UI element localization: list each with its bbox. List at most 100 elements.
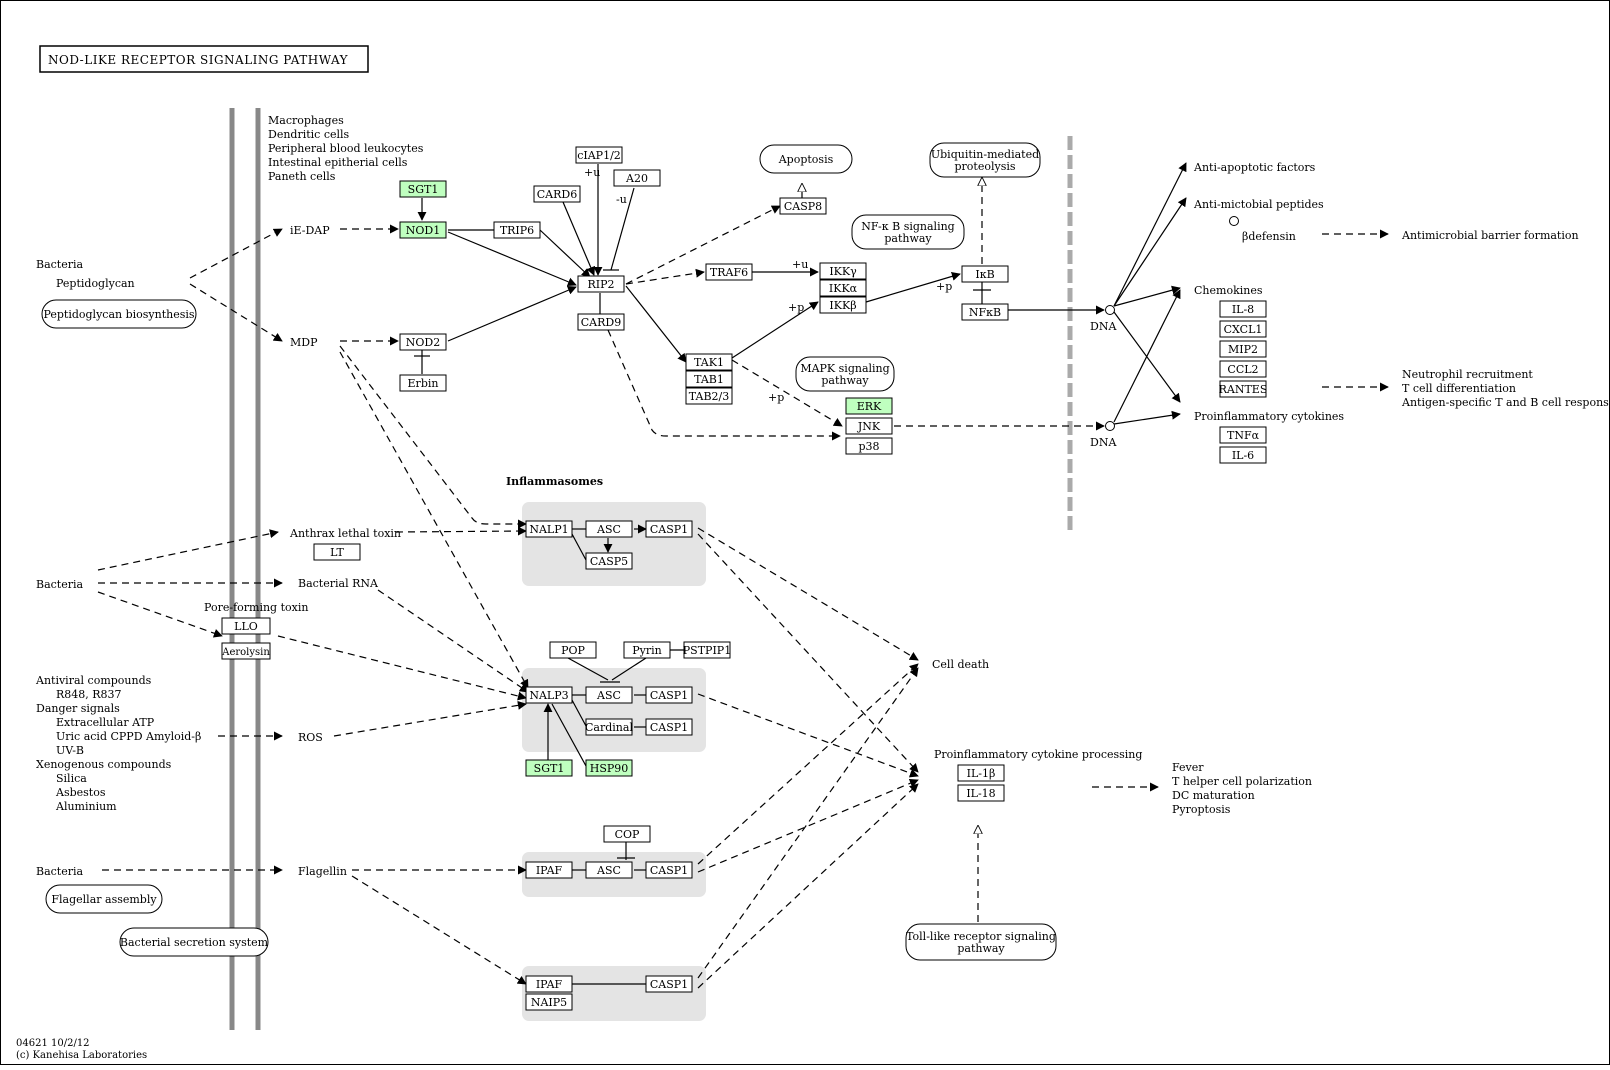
label-mdp[interactable]: MDP (290, 336, 318, 349)
svg-text:proteolysis: proteolysis (954, 160, 1015, 173)
svg-text:CASP1: CASP1 (650, 721, 688, 734)
gene-cardinal[interactable]: Cardinal (585, 718, 633, 736)
svg-text:pathway: pathway (821, 374, 869, 387)
gene-nod1[interactable]: NOD1 (399, 221, 447, 239)
gene-naip5[interactable]: NAIP5 (525, 993, 573, 1011)
svg-text:CASP1: CASP1 (650, 864, 688, 877)
gene-nod2[interactable]: NOD2 (399, 333, 447, 351)
label-flagellin[interactable]: Flagellin (298, 865, 347, 878)
svg-text:NFκB: NFκB (969, 306, 1001, 319)
gene-il8[interactable]: IL-8 (1219, 300, 1267, 318)
gene-il1b[interactable]: IL-1β (957, 764, 1005, 782)
gene-casp1-c[interactable]: CASP1 (645, 718, 693, 736)
gene-tab1[interactable]: TAB1 (685, 370, 733, 388)
gene-a20[interactable]: A20 (613, 169, 661, 187)
label-ros[interactable]: ROS (298, 731, 323, 744)
gene-erk[interactable]: ERK (845, 397, 893, 415)
map-peptidoglycan-biosynthesis[interactable]: Peptidoglycan biosynthesis (41, 299, 197, 329)
edge-bacteria-iedap (189, 228, 283, 279)
svg-text:COP: COP (615, 828, 640, 841)
svg-text:ERK: ERK (857, 400, 882, 413)
gene-asc-3[interactable]: ASC (585, 861, 633, 879)
title-box (39, 45, 369, 73)
edge-mdp-nalp3 (339, 351, 529, 689)
svg-text:RIP2: RIP2 (587, 278, 614, 291)
gene-cxcl1[interactable]: CXCL1 (1219, 320, 1267, 338)
gene-rip2[interactable]: RIP2 (577, 275, 625, 293)
svg-text:NALP3: NALP3 (529, 689, 568, 702)
gene-il6[interactable]: IL-6 (1219, 446, 1267, 464)
gene-casp1-b[interactable]: CASP1 (645, 686, 693, 704)
svg-text:pathway: pathway (957, 942, 1005, 955)
gene-ccl2[interactable]: CCL2 (1219, 360, 1267, 378)
gene-pyrin[interactable]: Pyrin (623, 641, 671, 659)
gene-llo[interactable]: LLO (221, 617, 271, 635)
svg-text:ASC: ASC (596, 864, 621, 877)
label-iedap[interactable]: iE-DAP (290, 224, 330, 237)
gene-ikb[interactable]: IκB (961, 265, 1009, 283)
gene-jnk[interactable]: JNK (845, 417, 893, 435)
gene-mip2[interactable]: MIP2 (1219, 340, 1267, 358)
gene-lt[interactable]: LT (313, 543, 361, 561)
cell-type-macrophages: Macrophages (268, 114, 344, 127)
gene-rantes[interactable]: RANTES (1219, 380, 1268, 398)
gene-card9[interactable]: CARD9 (577, 313, 625, 331)
gene-ikkb[interactable]: IKKβ (819, 296, 867, 314)
edge-bacteria-pore (97, 591, 223, 638)
gene-erbin[interactable]: Erbin (399, 374, 447, 392)
svg-text:CASP1: CASP1 (650, 689, 688, 702)
gene-ciap12[interactable]: cIAP1/2 (575, 146, 623, 164)
map-apoptosis[interactable]: Apoptosis (759, 144, 853, 174)
edge-trip6-rip2 (539, 229, 591, 278)
gene-nalp1[interactable]: NALP1 (525, 520, 573, 538)
gene-ikka[interactable]: IKKα (819, 279, 867, 297)
gene-asc-1[interactable]: ASC (585, 520, 633, 538)
gene-aerolysin[interactable]: Aerolysin (221, 642, 271, 660)
gene-tak1[interactable]: TAK1 (685, 353, 733, 371)
gene-trip6[interactable]: TRIP6 (493, 221, 541, 239)
gene-casp8[interactable]: CASP8 (779, 197, 827, 215)
gene-casp1-a[interactable]: CASP1 (645, 520, 693, 538)
gene-pop[interactable]: POP (549, 641, 597, 659)
gene-casp1-d[interactable]: CASP1 (645, 861, 693, 879)
gene-il18[interactable]: IL-18 (957, 784, 1005, 802)
gene-nalp3[interactable]: NALP3 (525, 686, 573, 704)
label-dna-2: DNA (1090, 436, 1117, 449)
edge-toxin-nalp3 (277, 635, 527, 701)
gene-ipaf-2[interactable]: IPAF (525, 975, 573, 993)
edge-nalp1-processing (697, 533, 919, 773)
gene-tnfa[interactable]: TNFα (1219, 426, 1267, 444)
gene-ipaf-1[interactable]: IPAF (525, 861, 573, 879)
label-pore-forming-toxin: Pore-forming toxin (204, 601, 308, 614)
gene-p38[interactable]: p38 (845, 437, 893, 455)
gene-casp5[interactable]: CASP5 (585, 552, 633, 570)
gene-ikkg[interactable]: IKKγ (819, 262, 867, 280)
gene-sgt1-low[interactable]: SGT1 (525, 759, 573, 777)
gene-tab23[interactable]: TAB2/3 (685, 387, 733, 405)
map-flagellar-assembly[interactable]: Flagellar assembly (45, 884, 163, 914)
gene-traf6[interactable]: TRAF6 (705, 263, 753, 281)
link-nalp1-casp5 (571, 533, 587, 561)
footer-copyright: (c) Kanehisa Laboratories (16, 1050, 147, 1061)
edge-dna-antimicrobial (1113, 197, 1187, 307)
gene-hsp90[interactable]: HSP90 (585, 759, 633, 777)
svg-text:Aerolysin: Aerolysin (221, 647, 270, 658)
label-antigen-response: Antigen-specific T and B cell response (1401, 396, 1610, 409)
gene-card6[interactable]: CARD6 (533, 185, 581, 203)
page-title: NOD-LIKE RECEPTOR SIGNALING PATHWAY (48, 53, 349, 67)
label-cytokine-processing: Proinflammatory cytokine processing (934, 748, 1142, 761)
gene-casp1-e[interactable]: CASP1 (645, 975, 693, 993)
gene-asc-2[interactable]: ASC (585, 686, 633, 704)
gene-nfkb[interactable]: NFκB (961, 303, 1009, 321)
gene-pstpip1[interactable]: PSTPIP1 (683, 641, 731, 659)
edge-dna1-chemokines (1113, 285, 1181, 307)
label-bdefensin[interactable]: βdefensin (1242, 230, 1296, 243)
map-bacterial-secretion[interactable]: Bacterial secretion system (119, 927, 269, 957)
gene-cop[interactable]: COP (603, 825, 651, 843)
label-bacterial-rna: Bacterial RNA (298, 577, 379, 590)
gene-sgt1-top[interactable]: SGT1 (399, 180, 447, 198)
